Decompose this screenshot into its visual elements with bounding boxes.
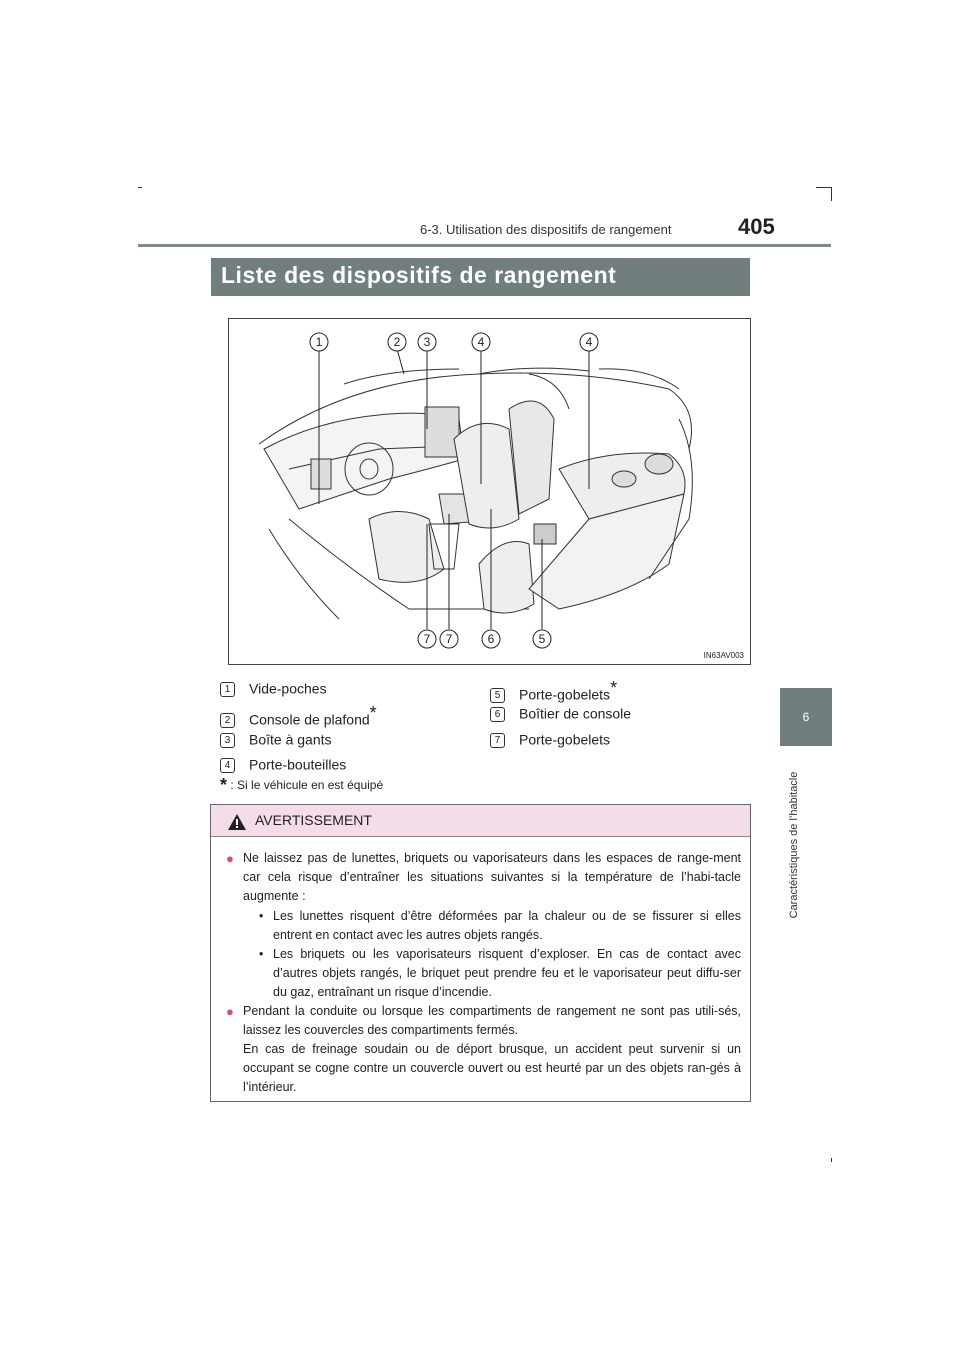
footnote: * : Si le véhicule en est équipé — [220, 775, 383, 796]
legend-label: Porte-bouteilles — [249, 756, 347, 773]
legend-item: 2 Console de plafond* — [220, 703, 377, 729]
car-interior-drawing: 1 2 3 4 4 7 7 6 5 — [258, 332, 693, 649]
callout-top: 3 — [424, 335, 431, 349]
legend-item: 1 Vide-poches — [220, 678, 327, 698]
chapter-tab: 6 — [780, 688, 832, 746]
callout-bottom: 7 — [424, 632, 431, 646]
legend-number: 4 — [220, 758, 235, 774]
header-rule — [138, 244, 831, 247]
legend-label: Porte-gobelets — [519, 686, 611, 703]
warning-paragraph: Pendant la conduite ou lorsque les compa… — [243, 1004, 741, 1037]
warning-box: AVERTISSEMENT ● Ne laissez pas de lunett… — [210, 804, 751, 1102]
legend-number: 2 — [220, 713, 235, 729]
legend-label: Boîte à gants — [249, 731, 332, 748]
section-title: Liste des dispositifs de rangement — [221, 262, 617, 288]
interior-illustration: 1 2 3 4 4 7 7 6 5 IN63AV003 — [228, 318, 751, 665]
crop-mark — [816, 187, 832, 188]
callout-bottom: 5 — [539, 632, 546, 646]
warning-subitem: Les lunettes risquent d’être déformées p… — [273, 909, 741, 942]
callout-bottom: 7 — [446, 632, 453, 646]
legend-star: * — [610, 678, 618, 698]
legend-number: 6 — [490, 707, 505, 723]
callout-top: 4 — [586, 335, 593, 349]
crop-mark — [831, 1158, 832, 1162]
callout-top: 4 — [478, 335, 485, 349]
callout-top: 1 — [316, 335, 323, 349]
running-header: 6-3. Utilisation des dispositifs de rang… — [420, 222, 672, 237]
warning-paragraph: Ne laissez pas de lunettes, briquets ou … — [243, 851, 741, 903]
warning-header: AVERTISSEMENT — [211, 805, 750, 837]
warning-heading: AVERTISSEMENT — [255, 812, 372, 828]
footnote-star: * — [220, 775, 228, 795]
bullet-icon: ● — [226, 851, 234, 866]
crop-mark — [138, 187, 142, 188]
chapter-label: Caractéristiques de l’habitacle — [788, 760, 810, 930]
bullet-icon: ● — [226, 1004, 234, 1019]
legend-number: 3 — [220, 733, 235, 749]
crop-mark — [831, 187, 832, 201]
figure-code: IN63AV003 — [703, 651, 744, 660]
callout-bottom: 6 — [488, 632, 495, 646]
callouts-top — [309, 332, 599, 649]
section-title-bar: Liste des dispositifs de rangement — [211, 258, 750, 296]
page-number: 405 — [738, 214, 775, 239]
legend-item: 4 Porte-bouteilles — [220, 754, 347, 774]
sub-bullet-mark: • — [259, 947, 264, 961]
sub-bullet-mark: • — [259, 909, 264, 923]
callout-top: 2 — [394, 335, 401, 349]
chapter-number: 6 — [802, 710, 810, 724]
legend-item: 6 Boîtier de console — [490, 703, 632, 723]
legend-item: 3 Boîte à gants — [220, 729, 332, 749]
warning-subitem: Les briquets ou les vaporisateurs risque… — [273, 947, 741, 999]
legend-item: 7 Porte-gobelets — [490, 729, 611, 749]
legend-label: Console de plafond — [249, 711, 370, 728]
legend-item: 5 Porte-gobelets* — [490, 678, 618, 704]
legend-star: * — [369, 703, 377, 723]
legend-number: 7 — [490, 733, 505, 749]
legend-label: Boîtier de console — [519, 705, 632, 722]
legend-number: 1 — [220, 682, 235, 698]
legend-number: 5 — [490, 688, 505, 704]
warning-triangle-icon — [228, 814, 246, 830]
legend-label: Vide-poches — [249, 680, 327, 697]
warning-paragraph: En cas de freinage soudain ou de déport … — [243, 1042, 741, 1094]
legend-label: Porte-gobelets — [519, 731, 611, 748]
chapter-label-text: Caractéristiques de l’habitacle — [788, 771, 800, 919]
footnote-text: : Si le véhicule en est équipé — [230, 778, 384, 792]
